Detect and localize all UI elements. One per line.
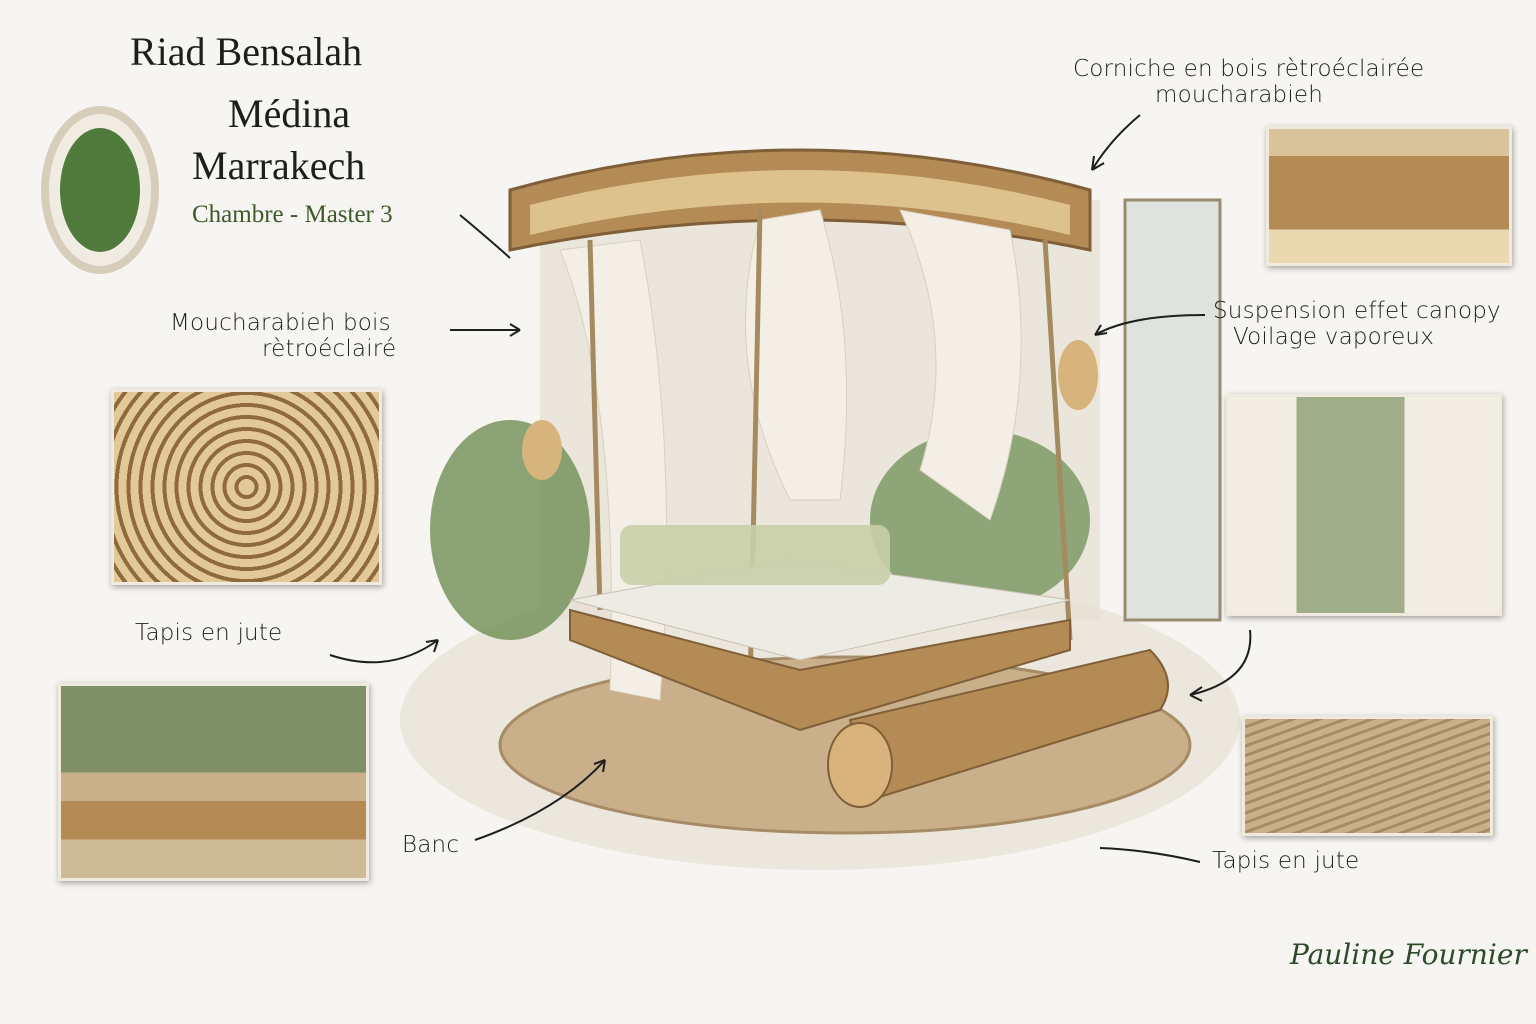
thumbnail-canopy-curtain <box>1226 394 1502 616</box>
curtain-back <box>745 209 848 501</box>
label-moucharabieh: Moucharabieh bois rètroéclairé <box>170 310 396 363</box>
cushions <box>620 525 890 585</box>
thumbnail-moucharabieh-panel <box>111 389 382 585</box>
thumbnail-cornice <box>1266 126 1512 266</box>
label-moucharabieh-line2: rètroéclairé <box>262 336 397 363</box>
thumbnail-bench <box>58 683 369 881</box>
label-moucharabieh-line1: Moucharabieh bois <box>170 310 391 336</box>
log-bench <box>848 648 1169 802</box>
mirror-plants <box>60 128 140 252</box>
label-corniche-line2: moucharabieh <box>1155 82 1324 109</box>
hanging-lamp-right <box>1058 340 1098 410</box>
thumbnail-jute-rug <box>1242 716 1493 836</box>
label-corniche: Corniche en bois rètroéclairée moucharab… <box>1073 56 1424 109</box>
plants-left <box>430 420 590 640</box>
label-suspension-line2: Voilage vaporeux <box>1233 324 1435 351</box>
plants-right <box>870 430 1090 610</box>
log-bed-frame <box>569 608 1071 732</box>
label-tapis-right: Tapis en jute <box>1212 848 1360 874</box>
glass-door <box>1123 198 1222 622</box>
designer-signature: Pauline Fournier <box>1290 938 1527 971</box>
label-suspension-line1: Suspension effet canopy <box>1213 298 1501 324</box>
label-tapis-left: Tapis en jute <box>135 620 283 646</box>
label-suspension: Suspension effet canopy Voilage vaporeux <box>1213 298 1501 351</box>
subtitle: Chambre - Master 3 <box>192 201 393 228</box>
label-corniche-line1: Corniche en bois rètroéclairée <box>1073 56 1425 82</box>
title-line-2: Médina <box>228 91 351 136</box>
label-banc: Banc <box>402 832 460 858</box>
curtain-right <box>899 209 1022 521</box>
hanging-lamp-left <box>522 420 562 480</box>
title-line-1: Riad Bensalah <box>130 29 363 74</box>
title-line-3: Marrakech <box>192 143 366 188</box>
